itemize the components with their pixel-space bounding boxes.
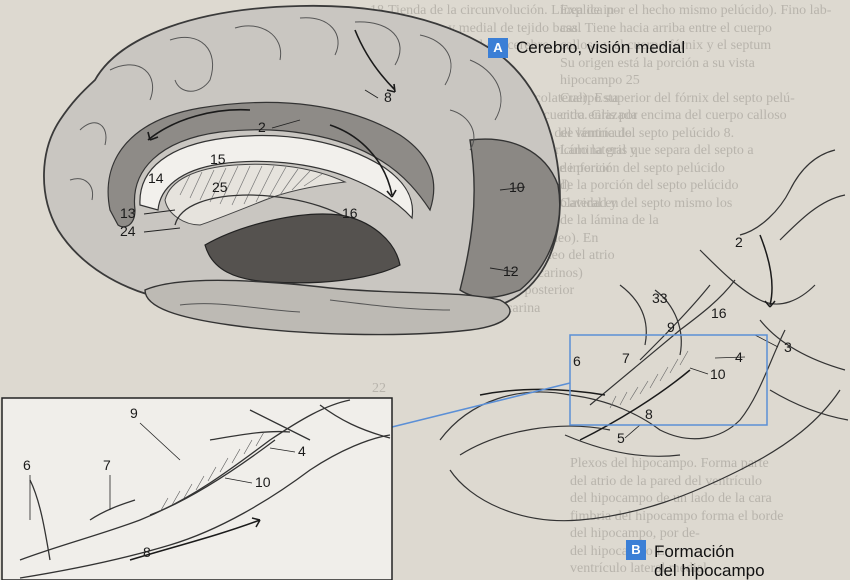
label-15: 15	[210, 151, 226, 167]
label-2: 2	[258, 119, 266, 135]
figure-b-title: Formación del hipocampo	[654, 542, 765, 580]
label-6: 6	[573, 353, 581, 369]
label-5: 5	[617, 430, 625, 446]
label-9: 9	[667, 319, 675, 335]
figure-a-title: Cerebro, visión medial	[516, 38, 685, 57]
label-33: 33	[652, 290, 668, 306]
figure-b-badge: B	[626, 540, 646, 560]
label-25: 25	[212, 179, 228, 195]
figure-b-title-line2: del hipocampo	[654, 561, 765, 580]
label-13: 13	[120, 205, 136, 221]
label-8: 8	[384, 89, 392, 105]
inset-label-4: 4	[298, 443, 306, 459]
label-10: 10	[710, 366, 726, 382]
label-8: 8	[645, 406, 653, 422]
inset-label-6: 6	[23, 457, 31, 473]
label-2: 2	[735, 234, 743, 250]
brain-medial-view	[44, 6, 560, 335]
label-7: 7	[622, 350, 630, 366]
inset-magnified-view: 4 6 7 8 9 10	[2, 398, 392, 580]
figure-b-title-line1: Formación	[654, 542, 765, 561]
zoom-connector-line	[392, 383, 570, 427]
label-3: 3	[784, 339, 792, 355]
label-14: 14	[148, 170, 164, 186]
inset-label-8: 8	[143, 544, 151, 560]
label-16: 16	[711, 305, 727, 321]
inset-label-9: 9	[130, 405, 138, 421]
labels-figure-b: 2 3 4 5 6 7 8 9 10 16 33	[573, 234, 792, 446]
inset-label-7: 7	[103, 457, 111, 473]
caption-figure-b: B Formación del hipocampo	[626, 542, 765, 580]
label-16: 16	[342, 205, 358, 221]
leader-lines-figure-b	[625, 335, 778, 438]
caption-figure-a: A Cerebro, visión medial	[488, 38, 685, 58]
figure-a-badge: A	[488, 38, 508, 58]
inset-frame	[2, 398, 392, 580]
label-24: 24	[120, 223, 136, 239]
inset-label-10: 10	[255, 474, 271, 490]
